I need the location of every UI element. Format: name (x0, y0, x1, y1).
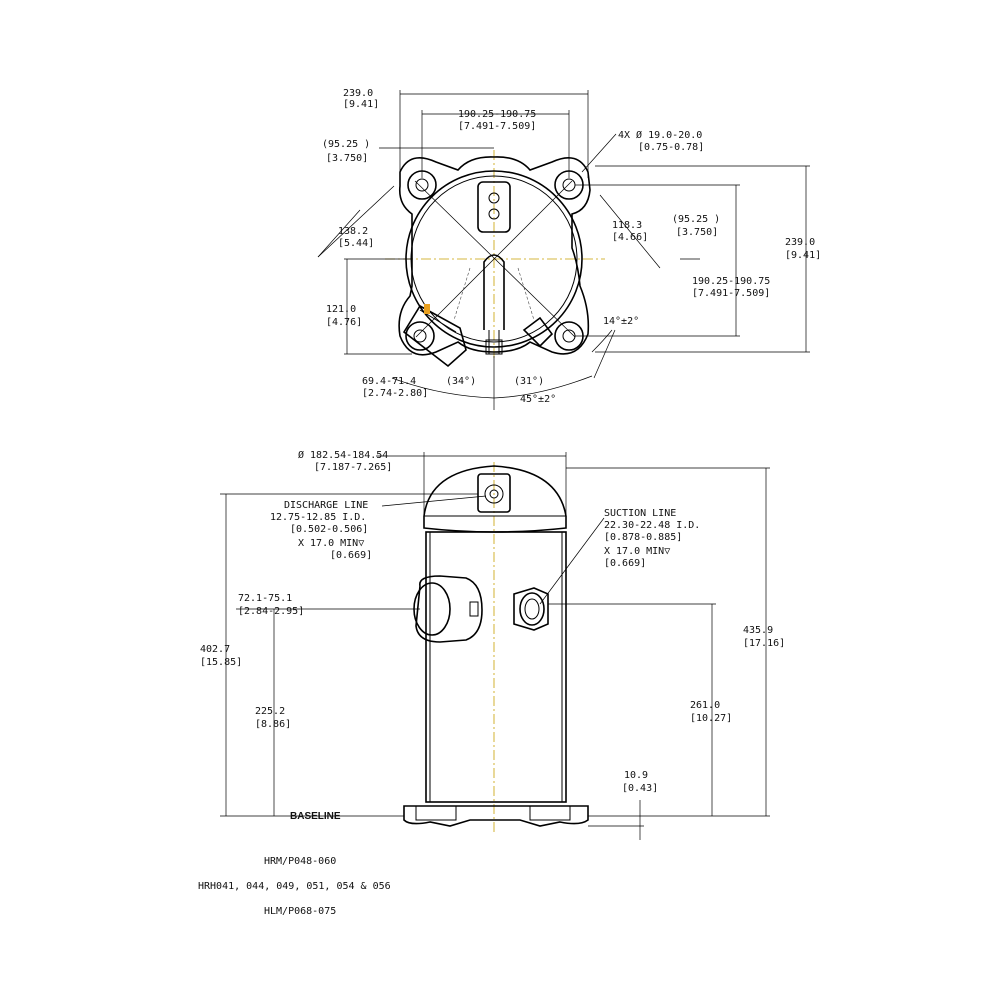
dim-angle-14: 14°±2° (603, 316, 639, 327)
discharge-fitting-top (477, 181, 511, 233)
dim-angle-45: 45°±2° (520, 394, 556, 405)
dim-radius-a-in: [5.44] (338, 238, 374, 249)
suction-line-label: SUCTION LINE (604, 508, 676, 519)
mounting-feet (403, 805, 589, 827)
dim-shell-dia: Ø 182.54-184.54 (298, 449, 388, 461)
dim-half-span: (95.25 ) (322, 139, 370, 150)
discharge-depth: X 17.0 MIN▽ (298, 538, 364, 549)
dim-half-span-in: [3.750] (326, 153, 368, 164)
model-line-1: HRM/P048-060 (264, 856, 336, 867)
model-line-2: HRH041, 044, 049, 051, 054 & 056 (198, 881, 391, 892)
dim-mount-span-v: 190.25-190.75 (692, 276, 770, 287)
dim-mount-span: 190.25-190.75 (458, 109, 536, 120)
dim-radius-a: 138.2 (338, 226, 368, 237)
shell-dome (423, 465, 567, 517)
dim-overall-height: 239.0 (785, 237, 815, 248)
dim-terminal-box-in: [2.84-2.95] (238, 606, 304, 617)
dim-height-225: 225.2 (255, 706, 285, 717)
dim-range-69-in: [2.74-2.80] (362, 388, 428, 399)
dim-offset-in: [4.76] (326, 317, 362, 328)
suction-depth: X 17.0 MIN▽ (604, 546, 670, 557)
side-view (220, 452, 770, 840)
suction-fitting (513, 587, 549, 631)
dim-radius-b-in: [4.66] (612, 232, 648, 243)
discharge-id: 12.75-12.85 I.D. (270, 512, 366, 523)
dim-height-435-in: [17.16] (743, 638, 785, 649)
discharge-line-label: DISCHARGE LINE (284, 500, 368, 511)
suction-id: 22.30-22.48 I.D. (604, 520, 700, 531)
shell-body (425, 531, 567, 803)
model-line-3: HLM/P068-075 (264, 906, 336, 917)
baseline-label: BASELINE (290, 811, 341, 822)
dim-terminal-box: 72.1-75.1 (238, 593, 292, 604)
dim-height-261: 261.0 (690, 700, 720, 711)
dim-overall-width-in: [9.41] (343, 99, 379, 110)
dim-radius-b: 118.3 (612, 220, 642, 231)
dim-height-402: 402.7 (200, 644, 230, 655)
suction-fitting-top (522, 316, 554, 348)
dim-mount-span-v-in: [7.491-7.509] (692, 288, 770, 299)
dim-holes: 4X Ø 19.0-20.0 (618, 129, 702, 141)
dim-height-225-in: [8.86] (255, 719, 291, 730)
dim-height-435: 435.9 (743, 625, 773, 636)
dim-range-69: 69.4-71.4 (362, 376, 416, 387)
discharge-fitting (477, 473, 511, 513)
dim-mount-span-in: [7.491-7.509] (458, 121, 536, 132)
discharge-depth-in: [0.669] (330, 550, 372, 561)
dim-holes-in: [0.75-0.78] (638, 142, 704, 153)
dim-angle-31: (31°) (514, 376, 544, 387)
dim-overall-width: 239.0 (343, 88, 373, 99)
dim-half-span-r: (95.25 ) (672, 214, 720, 225)
discharge-id-in: [0.502-0.506] (290, 524, 368, 535)
dim-height-10-in: [0.43] (622, 783, 658, 794)
suction-id-in: [0.878-0.885] (604, 532, 682, 543)
dim-height-402-in: [15.85] (200, 657, 242, 668)
dim-overall-height-in: [9.41] (785, 250, 821, 261)
dim-half-span-r-in: [3.750] (676, 227, 718, 238)
terminal-box-angled (402, 304, 467, 368)
top-view (317, 90, 810, 410)
dim-shell-dia-in: [7.187-7.265] (314, 462, 392, 473)
mount-hole-bl (405, 321, 435, 351)
dim-offset: 121.0 (326, 304, 356, 315)
mounting-plate (398, 156, 591, 356)
dim-angle-34: (34°) (446, 376, 476, 387)
dim-height-261-in: [10.27] (690, 713, 732, 724)
terminal-box (413, 575, 483, 643)
suction-depth-in: [0.669] (604, 558, 646, 569)
dim-height-10: 10.9 (624, 770, 648, 781)
